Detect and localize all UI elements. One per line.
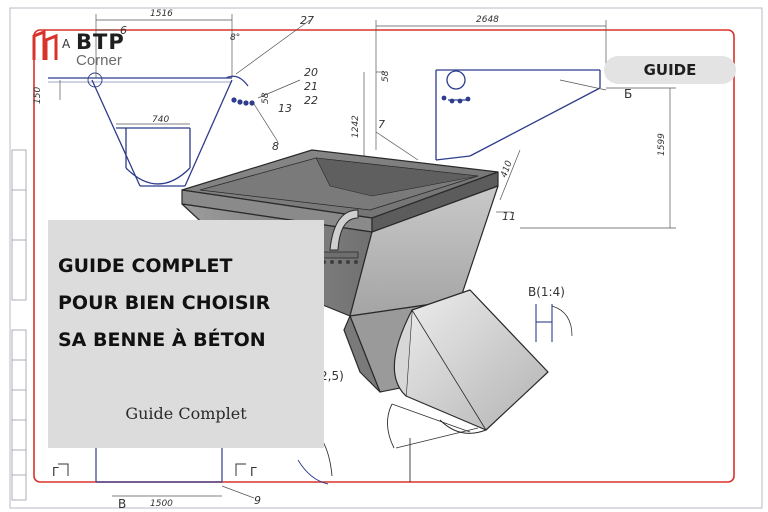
callout-20: 20 [304, 66, 318, 79]
brand-logo: BTP Corner [30, 26, 150, 70]
callout-22: 22 [304, 94, 318, 107]
callout-21: 21 [304, 80, 318, 93]
callout-9: 9 [254, 494, 261, 507]
dim-top-width: 1516 [150, 9, 173, 19]
view-b-scale: B(1:4) [528, 285, 565, 299]
callout-8: 8 [272, 140, 279, 153]
sheet-frame [9, 7, 763, 509]
bottom-view-left [58, 448, 246, 483]
arc-details [297, 403, 479, 485]
dim-height-right: 1599 [657, 133, 667, 156]
side-view-left [48, 72, 249, 187]
callout-7: 7 [378, 118, 385, 131]
cut-label-b: Б [624, 87, 632, 101]
card-title: GUIDE COMPLET POUR BIEN CHOISIR SA BENNE… [58, 248, 320, 359]
title-card: GUIDE COMPLET POUR BIEN CHOISIR SA BENNE… [48, 220, 324, 448]
section-labels: B(1:4) Б A Г Г В 2,5) [52, 37, 632, 511]
dimension-lines [59, 14, 676, 499]
title-line-2: POUR BIEN CHOISIR [58, 292, 271, 314]
callout-11: 11 [502, 210, 516, 223]
side-view-right [435, 69, 601, 161]
callout-6: 6 [120, 24, 127, 37]
cut-label-g-right: Г [250, 465, 257, 479]
callout-13: 13 [278, 102, 292, 115]
callout-27: 27 [300, 14, 314, 27]
title-line-1: GUIDE COMPLET [58, 255, 233, 277]
bolt-cluster-left [231, 97, 255, 106]
dim-angle: 8° [230, 33, 240, 43]
guide-badge: GUIDE [604, 56, 736, 84]
dim-bottom-width: 1500 [150, 499, 173, 509]
guide-badge-label: GUIDE [643, 61, 697, 79]
dim-left-small: 150 [33, 87, 43, 104]
btp-logo-icon [32, 30, 58, 60]
callout-numbers: 27 20 21 22 13 8 7 11 6 9 [120, 14, 516, 507]
dim-small-right: 58 [261, 92, 271, 104]
dim-height-mid: 1242 [351, 115, 361, 138]
title-line-3: SA BENNE À BÉTON [58, 329, 266, 351]
left-title-strip [11, 149, 27, 501]
brand-name: BTP [76, 30, 125, 54]
scale-fragment: 2,5) [320, 369, 344, 383]
detail-view-b [535, 304, 573, 342]
red-border [33, 29, 735, 483]
cut-label-v: В [118, 497, 126, 511]
card-subtitle: Guide Complet [125, 404, 247, 423]
dim-small-top: 58 [381, 70, 391, 82]
bolt-cluster-right [441, 95, 471, 104]
dim-inner-width: 740 [152, 115, 169, 125]
cut-label-a: A [62, 37, 71, 51]
cut-label-g-left: Г [52, 465, 59, 479]
brand-tagline: Corner [76, 52, 122, 69]
dim-overall-length: 2648 [476, 15, 499, 25]
hopper-3d-render [181, 149, 549, 434]
